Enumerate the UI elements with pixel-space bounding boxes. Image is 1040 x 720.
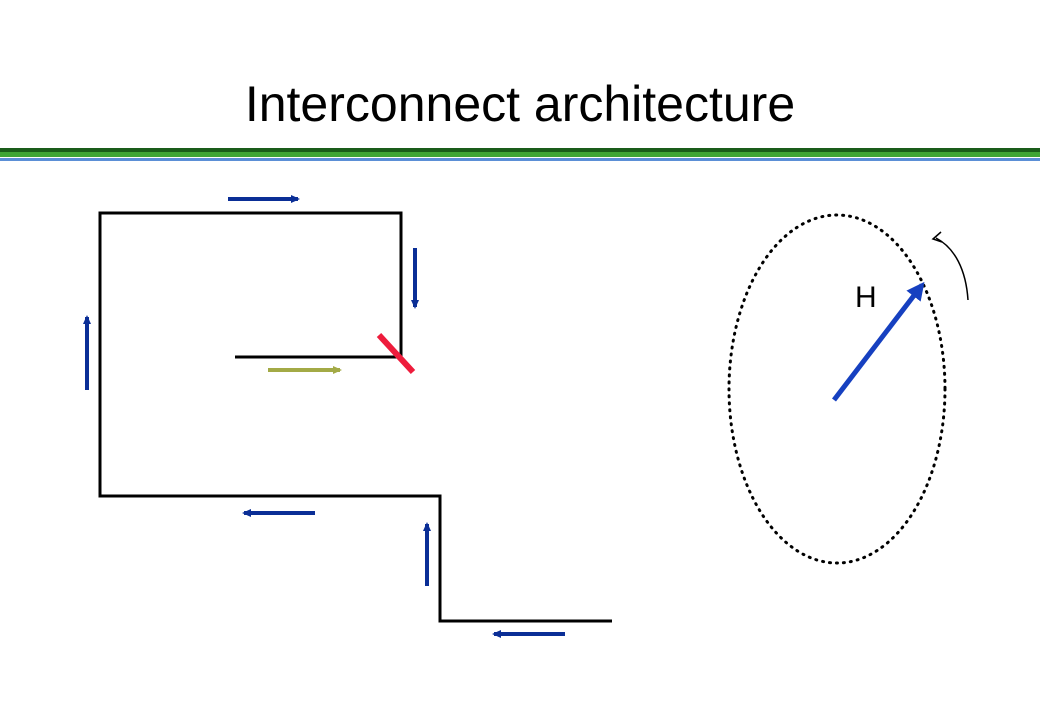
title-rule-dark-band: [0, 148, 1040, 152]
slide-title: Interconnect architecture: [244, 76, 796, 132]
rotation-arc-head-icon: [931, 231, 943, 243]
title-rule: [0, 148, 1040, 161]
field-vector-arrow: [832, 281, 925, 402]
title-rule-green-band: [0, 152, 1040, 157]
cut-mark: [376, 332, 416, 375]
field-region-outline: [727, 213, 947, 565]
interconnect-wire: [98, 211, 612, 623]
rotation-arc: [935, 237, 969, 301]
title-rule-blue-band: [0, 158, 1040, 161]
field-label: H: [855, 281, 877, 314]
